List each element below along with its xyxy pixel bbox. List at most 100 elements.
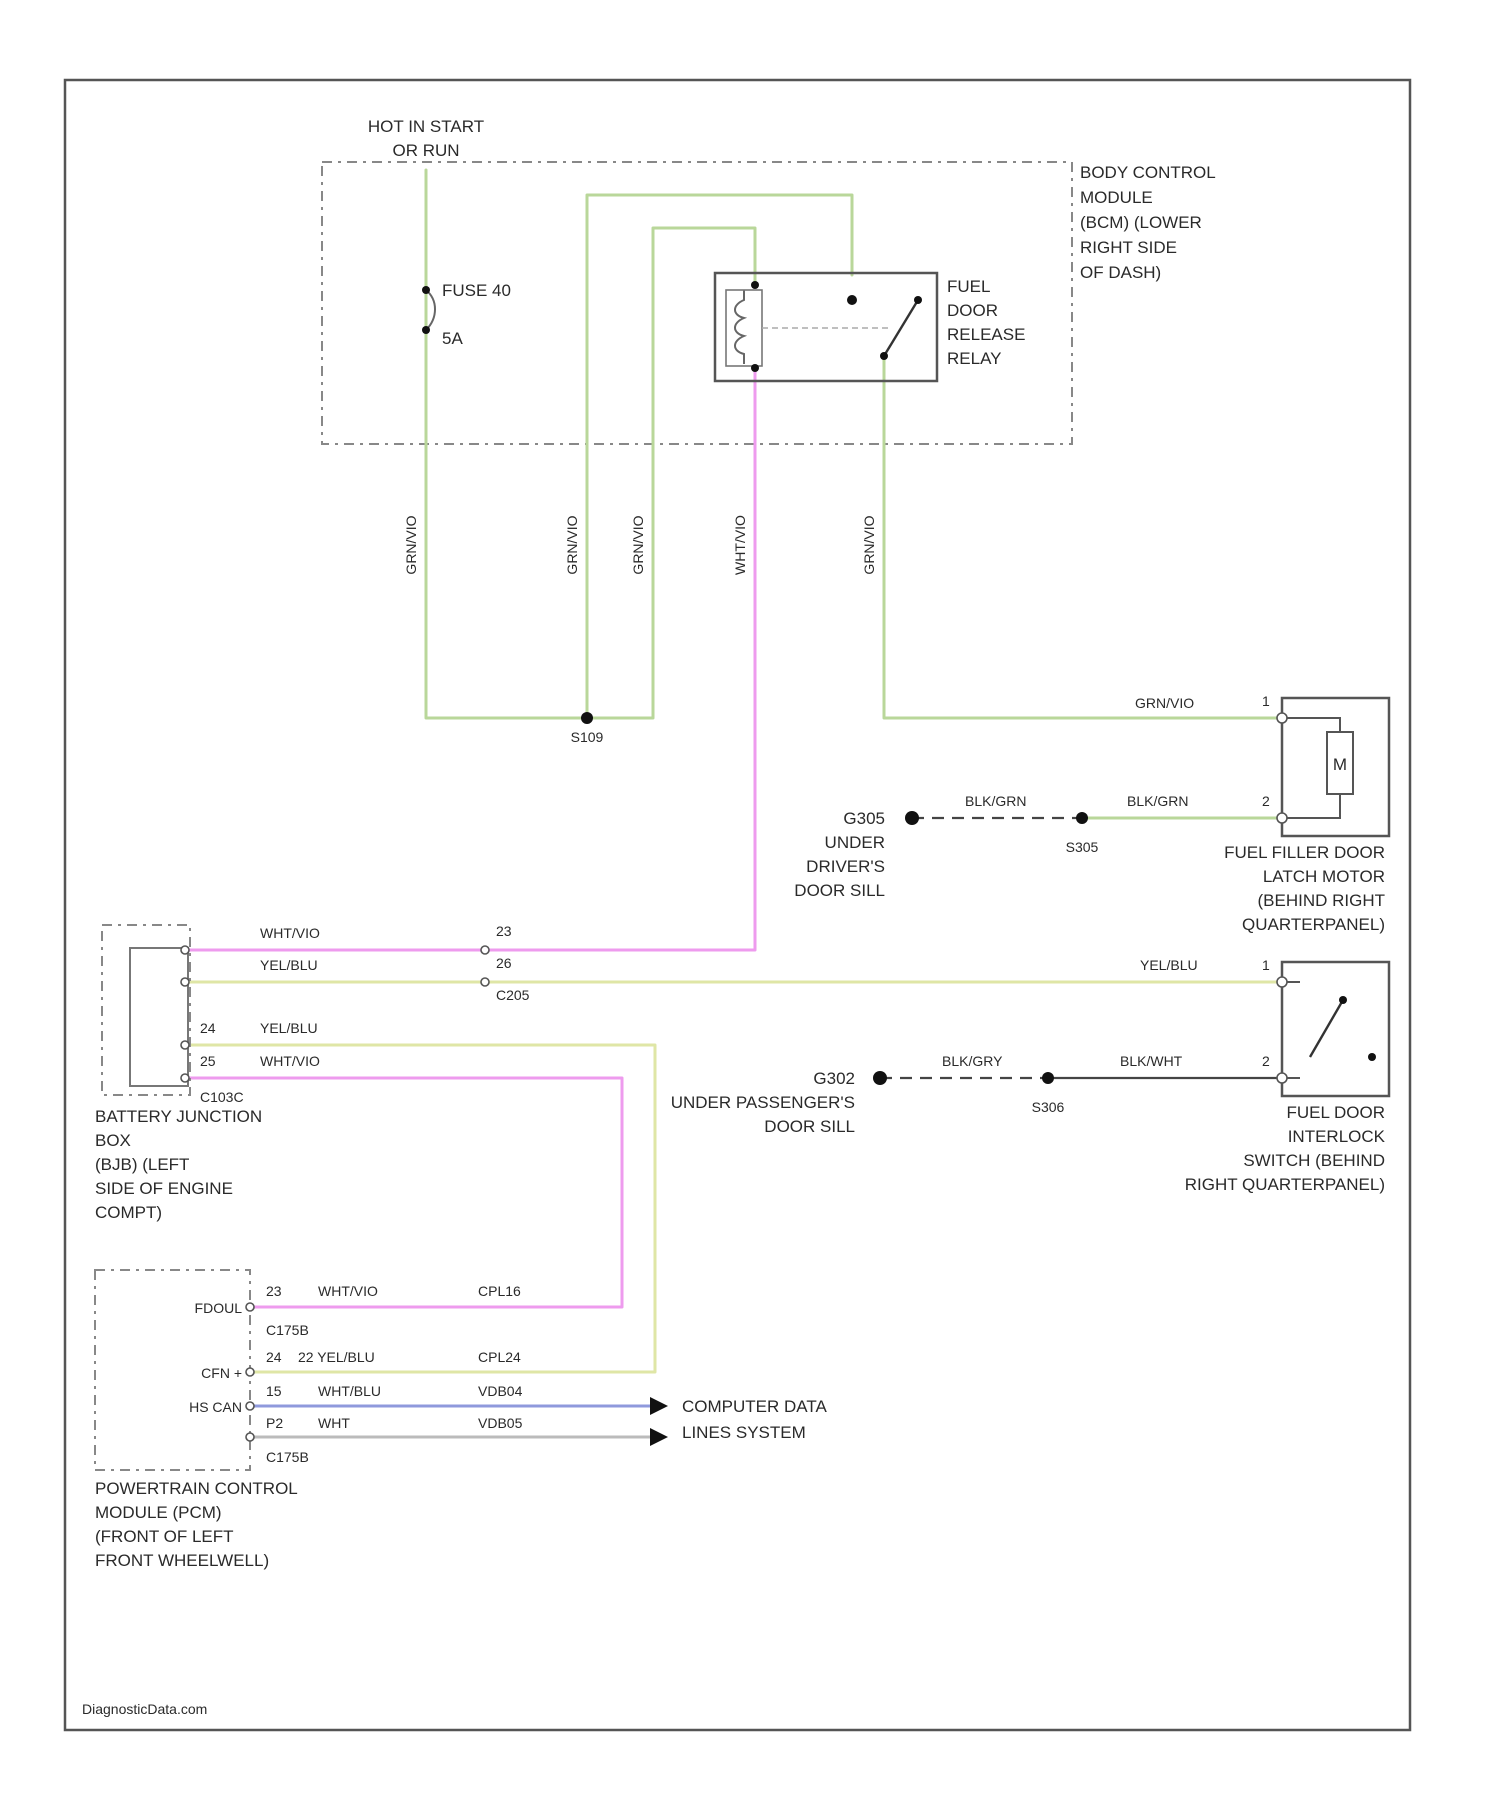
pcm-line3: (FRONT OF LEFT [95, 1527, 234, 1546]
switch-line4: RIGHT QUARTERPANEL) [1185, 1175, 1385, 1194]
bjb-inner [130, 948, 188, 1086]
g302-id: G302 [813, 1069, 855, 1088]
pcm-line4: FRONT WHEELWELL) [95, 1551, 269, 1570]
bjb-pin-d-label: 25 [200, 1053, 216, 1069]
fuse-bottom-dot [422, 326, 430, 334]
hot-label-line2: OR RUN [392, 141, 459, 160]
wire-relay-motor-green [884, 356, 1282, 718]
splice-s305-dot [1076, 812, 1088, 824]
motor-feed-label: GRN/VIO [1135, 695, 1194, 711]
hot-label-line1: HOT IN START [368, 117, 484, 136]
motor-line2: LATCH MOTOR [1263, 867, 1385, 886]
pcm-code-d: VDB05 [478, 1415, 523, 1431]
pcm-pin-p2 [246, 1433, 254, 1441]
relay-contact-b [914, 296, 922, 304]
relay-line4: RELAY [947, 349, 1002, 368]
pcm-pin-num-d: P2 [266, 1415, 283, 1431]
wire-label-2: GRN/VIO [564, 515, 580, 574]
pcm-code-a: CPL16 [478, 1283, 521, 1299]
wire-label-1: GRN/VIO [403, 515, 419, 574]
pcm-pin-num-c: 15 [266, 1383, 282, 1399]
motor-ground-b-label: BLK/GRN [1127, 793, 1188, 809]
bjb-wht2-label: WHT/VIO [260, 1053, 320, 1069]
bjb-line1: BATTERY JUNCTION [95, 1107, 262, 1126]
switch-symbol [1310, 1000, 1343, 1057]
switch-yel-label: YEL/BLU [1140, 957, 1198, 973]
wire-label-3: GRN/VIO [630, 515, 646, 574]
bjb-pin-a-label: 23 [496, 923, 512, 939]
bcm-line1: BODY CONTROL [1080, 163, 1216, 182]
motor-pin2 [1277, 813, 1287, 823]
pcm-pin-cfn [246, 1368, 254, 1376]
pcm-wht-label: WHT/VIO [318, 1283, 378, 1299]
relay-coil [735, 290, 744, 364]
wire-label-4: WHT/VIO [732, 515, 748, 575]
footer-watermark: DiagnosticData.com [82, 1701, 207, 1717]
switch-contact-b [1368, 1053, 1376, 1061]
motor-pin2-label: 2 [1262, 793, 1270, 809]
bjb-wht-label: WHT/VIO [260, 925, 320, 941]
switch-pin1 [1277, 977, 1287, 987]
relay-pin-86 [751, 364, 759, 372]
motor-pin1 [1277, 713, 1287, 723]
pcm-pin-fdoul [246, 1303, 254, 1311]
switch-pin2 [1277, 1073, 1287, 1083]
bcm-line4: RIGHT SIDE [1080, 238, 1177, 257]
bjb-pin-b-label: 26 [496, 955, 512, 971]
pcm-conn-a: C175B [266, 1322, 309, 1338]
fuse-top-dot [422, 286, 430, 294]
pcm-line2: MODULE (PCM) [95, 1503, 222, 1522]
s305-label: S305 [1066, 839, 1099, 855]
switch-link [1282, 982, 1300, 1078]
bjb-enclosure [102, 925, 190, 1095]
arrow-computer-data-1 [650, 1397, 668, 1415]
motor-line1: FUEL FILLER DOOR [1224, 843, 1385, 862]
splice-label: S109 [571, 729, 604, 745]
bjb-connector-b-label: C103C [200, 1089, 244, 1105]
switch-line1: FUEL DOOR [1286, 1103, 1385, 1122]
relay-pin-85 [751, 281, 759, 289]
relay-pin-87 [880, 352, 888, 360]
pcm-conn-b: C175B [266, 1449, 309, 1465]
bjb-line5: COMPT) [95, 1203, 162, 1222]
switch-gnd-b-label: BLK/WHT [1120, 1053, 1183, 1069]
g305-line1: UNDER [825, 833, 885, 852]
ground-g302-dot [873, 1071, 887, 1085]
g305-line2: DRIVER'S [806, 857, 885, 876]
arrow-computer-data-2 [650, 1428, 668, 1446]
switch-pin1-label: 1 [1262, 957, 1270, 973]
s306-label: S306 [1032, 1099, 1065, 1115]
g302-line1: UNDER PASSENGER'S [671, 1093, 855, 1112]
switch-contact-a [1339, 996, 1347, 1004]
switch-gnd-a-label: BLK/GRY [942, 1053, 1003, 1069]
relay-line2: DOOR [947, 301, 998, 320]
switch-line3: SWITCH (BEHIND [1243, 1151, 1385, 1170]
pcm-hscan-label: HS CAN [189, 1399, 242, 1415]
relay-line1: FUEL [947, 277, 990, 296]
inline-connector-a [481, 946, 489, 954]
bcm-line2: MODULE [1080, 188, 1153, 207]
splice-dot [581, 712, 593, 724]
wire-label-5: GRN/VIO [861, 515, 877, 574]
pcm-cfn-label: CFN + [201, 1365, 242, 1381]
wire-bjb-pcm-yellow [185, 1045, 655, 1372]
splice-s306-dot [1042, 1072, 1054, 1084]
pcm-code-c: VDB04 [478, 1383, 523, 1399]
motor-line3: (BEHIND RIGHT [1258, 891, 1386, 910]
wire-relay-switch-green [587, 228, 755, 718]
bjb-yel-label: YEL/BLU [260, 957, 318, 973]
bjb-pin-23 [181, 946, 189, 954]
computer-data-line2: LINES SYSTEM [682, 1423, 806, 1442]
pcm-pin-num-a: 23 [266, 1283, 282, 1299]
wire-relay-bjb-pink [185, 370, 755, 950]
ground-g305-dot [905, 811, 919, 825]
motor-symbol-label: M [1333, 755, 1347, 774]
pcm-line1: POWERTRAIN CONTROL [95, 1479, 298, 1498]
motor-line4: QUARTERPANEL) [1242, 915, 1385, 934]
fuse-name: FUSE 40 [442, 281, 511, 300]
bcm-line5: OF DASH) [1080, 263, 1161, 282]
computer-data-line1: COMPUTER DATA [682, 1397, 827, 1416]
motor-ground-a-label: BLK/GRN [965, 793, 1026, 809]
pcm-code-b: CPL24 [478, 1349, 521, 1365]
pcm-wht2-label: WHT [318, 1415, 350, 1431]
